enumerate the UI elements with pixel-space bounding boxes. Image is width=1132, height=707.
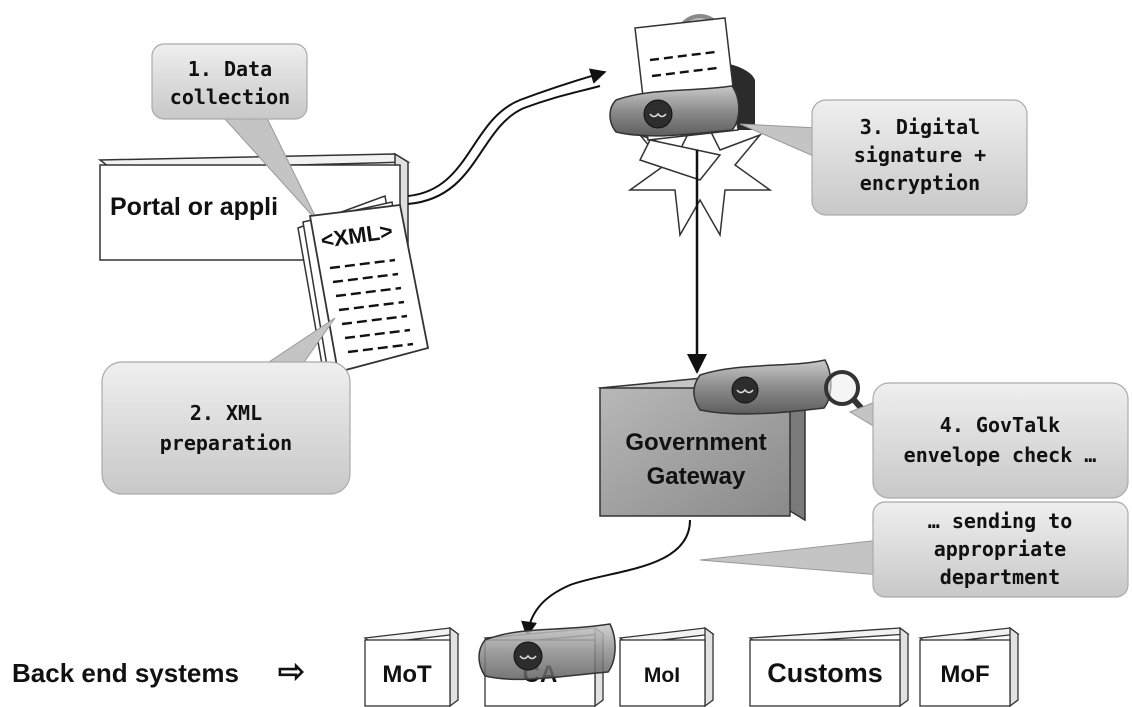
callout-digital-signature: 3. Digital signature + encryption bbox=[739, 99, 1028, 216]
gateway-line-2: Gateway bbox=[647, 463, 746, 490]
callout-5-line-3: department bbox=[940, 565, 1060, 589]
callout-3-line-2: signature + bbox=[854, 143, 986, 167]
callout-5-line-2: appropriate bbox=[934, 537, 1066, 561]
backend-system-customs: Customs bbox=[748, 626, 910, 707]
seal-scroll-icon bbox=[478, 623, 616, 681]
callout-5-line-1: … sending to bbox=[928, 509, 1073, 533]
seal-magnifier-icon bbox=[693, 359, 875, 423]
person-signing-illustration bbox=[609, 14, 773, 238]
gateway-line-1: Government bbox=[625, 429, 766, 456]
callout-3-line-1: 3. Digital bbox=[860, 115, 980, 139]
callout-2-line-1: 2. XML bbox=[190, 401, 262, 425]
backend-system-label: MoF bbox=[940, 661, 989, 688]
portal-label: Portal or appli bbox=[110, 193, 278, 221]
callout-data-collection: 1. Data collection bbox=[151, 43, 319, 223]
callout-3-line-3: encryption bbox=[860, 171, 980, 195]
backend-system-moi: MoI bbox=[618, 626, 715, 707]
callout-govtalk-check: 4. GovTalk envelope check … bbox=[848, 382, 1129, 499]
portal-box: Portal or appli bbox=[97, 152, 411, 261]
backend-system-mot: MoT bbox=[363, 626, 460, 707]
callout-2-line-2: preparation bbox=[160, 431, 292, 455]
callout-1-line-2: collection bbox=[170, 85, 290, 109]
backend-arrow-icon: ⇨ bbox=[278, 653, 305, 689]
callout-xml-preparation: 2. XML preparation bbox=[101, 317, 351, 495]
callout-sending: … sending to appropriate department bbox=[699, 501, 1129, 598]
callout-1-line-1: 1. Data bbox=[188, 57, 272, 81]
callout-4-line-1: 4. GovTalk bbox=[940, 413, 1060, 437]
backend-system-label: MoT bbox=[382, 661, 432, 688]
backend-system-mof: MoF bbox=[918, 626, 1020, 707]
flow-to-signer bbox=[407, 68, 607, 205]
backend-label: Back end systems bbox=[12, 658, 239, 688]
flow-to-backend bbox=[521, 519, 691, 638]
backend-system-label: Customs bbox=[767, 658, 883, 688]
backend-system-label: MoI bbox=[644, 664, 680, 687]
callout-4-line-2: envelope check … bbox=[904, 443, 1097, 467]
